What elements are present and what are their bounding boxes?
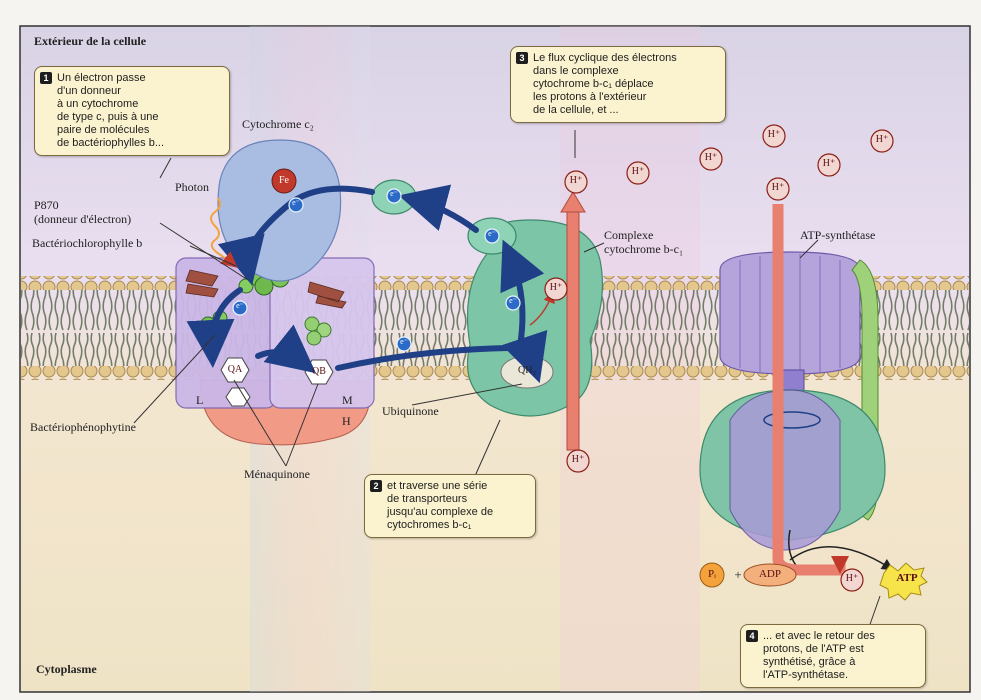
step-2-line: cytochromes b-c₁ [387,519,529,532]
proton-label: H⁺ [546,282,566,293]
menaquinone-label: Ménaquinone [244,467,310,481]
qh2-label: QH₂ [509,365,545,376]
step-3-line: les protons à l'extérieur [533,91,719,104]
electron-label: e⁻ [386,189,402,198]
ubiquinone-label: Ubiquinone [382,404,439,418]
subunit-l-label: L [196,393,203,407]
step-1-callout: 1 Un électron passe d'un donneur à un cy… [34,66,230,156]
step-1-line: Un électron passe [57,72,223,85]
bacteriochlorophyll-label: Bactériochlorophylle b [32,236,142,250]
step-2-line: de transporteurs [387,493,529,506]
step-3-line: de la cellule, et ... [533,104,719,117]
step-1-line: paire de molécules [57,124,223,137]
electron-label: e⁻ [288,198,304,207]
fo-ring [720,252,860,374]
proton-label: H⁺ [842,573,862,584]
step-4-line: synthétisé, grâce à [763,656,919,669]
fe-label: Fe [274,175,294,186]
electron-label: e⁻ [232,301,248,310]
step-2-number: 2 [370,480,382,492]
qb-label: QB [308,366,330,377]
step-4-line: l'ATP-synthétase. [763,669,919,682]
electron-label: e⁻ [396,337,412,346]
qa-label: QA [224,364,246,375]
p870-label: P870 [34,198,59,212]
proton-label: H⁺ [568,454,588,465]
step-4-callout: 4 ... et avec le retour des protons, de … [740,624,926,688]
plus-sign: + [732,567,744,583]
proton-label: H⁺ [768,182,788,193]
step-3-callout: 3 Le flux cyclique des électrons dans le… [510,46,726,123]
proton-label: H⁺ [566,175,586,186]
electron-label: e⁻ [484,229,500,238]
step-1-line: de type c, puis à une [57,111,223,124]
pi-label: Pᵢ [702,568,722,580]
step-3-line: cytochrome b-c₁ déplace [533,78,719,91]
bc1-complex-label-2: cytochrome b-c₁ [604,242,683,256]
cytochrome-c2-label: Cytochrome c₂ [242,117,314,131]
adp-label: ADP [748,568,792,580]
electron-label: e⁻ [505,296,521,305]
step-3-line: dans le complexe [533,65,719,78]
step-1-number: 1 [40,72,52,84]
step-2-callout: 2 et traverse une série de transporteurs… [364,474,536,538]
proton-label: H⁺ [701,152,721,163]
step-4-line: protons, de l'ATP est [763,643,919,656]
photon-label: Photon [175,180,209,194]
cytoplasm-label: Cytoplasme [36,662,97,677]
step-1-line: d'un donneur [57,85,223,98]
step-1-line: de bactériophylles b... [57,137,223,150]
step-1-line: à un cytochrome [57,98,223,111]
menaquinone-ring [226,388,250,406]
proton-label: H⁺ [628,166,648,177]
proton-channel-arrow [567,210,579,450]
exterior-label: Extérieur de la cellule [34,34,146,49]
atp-label: ATP [890,572,924,584]
proton-label: H⁺ [872,134,892,145]
step-4-number: 4 [746,630,758,642]
proton-label: H⁺ [819,158,839,169]
step-4-line: ... et avec le retour des [763,630,919,643]
step-3-number: 3 [516,52,528,64]
subunit-m-label: M [342,393,353,407]
step-3-line: Le flux cyclique des électrons [533,52,719,65]
bc1-complex-label: Complexe [604,228,653,242]
proton-label: H⁺ [764,129,784,140]
p870-sublabel: (donneur d'électron) [34,212,131,226]
subunit-h-label: H [342,414,351,428]
step-2-line: et traverse une série [387,480,529,493]
atp-synthase-label: ATP-synthétase [800,228,875,242]
step-2-line: jusqu'au complexe de [387,506,529,519]
bacteriopheophytin-label: Bactériophénophytine [30,420,136,434]
